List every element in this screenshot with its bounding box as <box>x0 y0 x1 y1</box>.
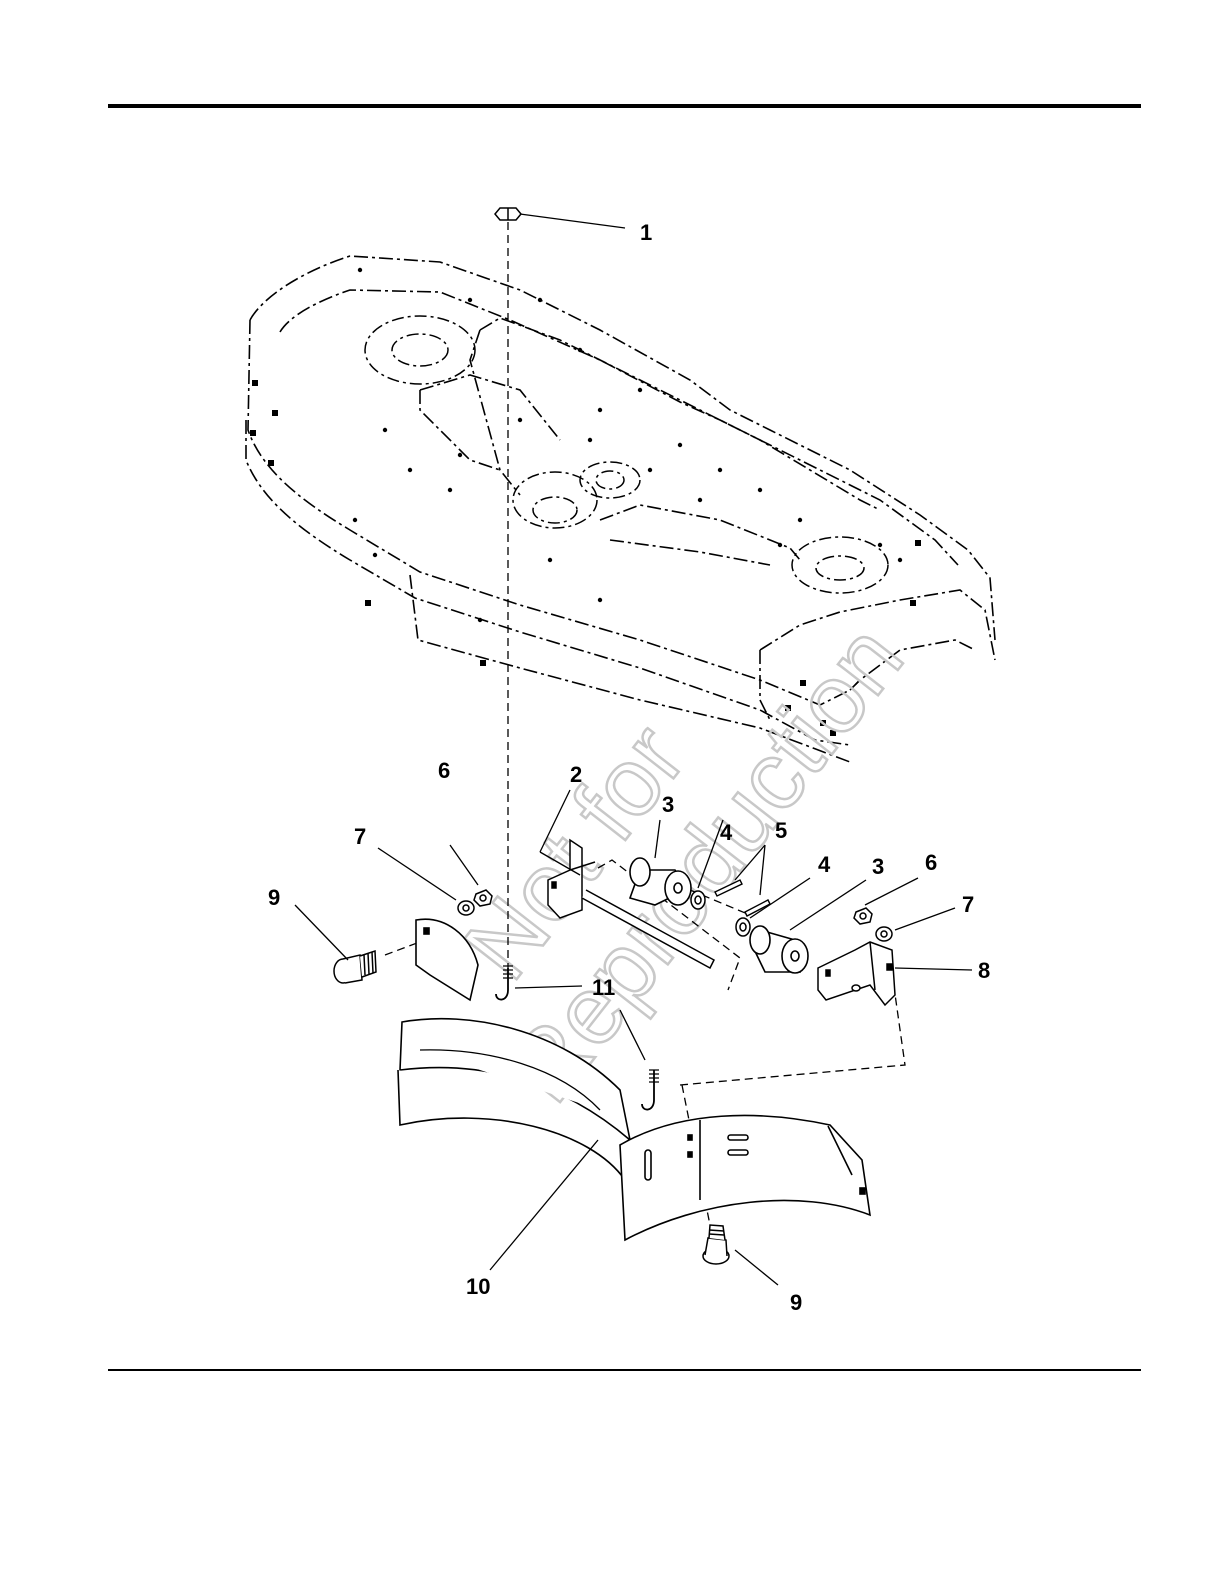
part-4-washer-left <box>691 891 705 909</box>
callout-9-right: 9 <box>790 1290 802 1315</box>
deck-spindle-mounts <box>365 316 888 593</box>
callout-3-left: 3 <box>662 792 674 817</box>
callout-7-right: 7 <box>962 892 974 917</box>
callout-10: 10 <box>466 1274 490 1299</box>
callout-4-left: 4 <box>720 820 733 845</box>
callout-6-left: 6 <box>438 758 450 783</box>
part-11-jbolt-lower <box>642 1070 659 1110</box>
callout-5: 5 <box>775 818 787 843</box>
callout-11: 11 <box>592 975 615 1000</box>
callout-8: 8 <box>978 958 990 983</box>
part-1-hex-nut <box>495 208 521 220</box>
part-6-nut-right <box>854 908 872 924</box>
part-8-right-bracket <box>818 942 895 1005</box>
callout-3-right: 3 <box>872 854 884 879</box>
part-3-roller-right <box>750 926 808 973</box>
callout-6-right: 6 <box>925 850 937 875</box>
part-7-washer-right <box>876 927 892 941</box>
callout-4-right: 4 <box>818 852 831 877</box>
part-9-bolt-left <box>334 951 376 983</box>
part-4-washer-right <box>736 918 750 936</box>
callout-2: 2 <box>570 762 582 787</box>
callout-9-left: 9 <box>268 885 280 910</box>
part-9-bolt-right <box>703 1225 729 1264</box>
callout-7-left: 7 <box>354 824 366 849</box>
part-7-washer-left <box>458 901 474 915</box>
callout-1: 1 <box>640 220 652 245</box>
